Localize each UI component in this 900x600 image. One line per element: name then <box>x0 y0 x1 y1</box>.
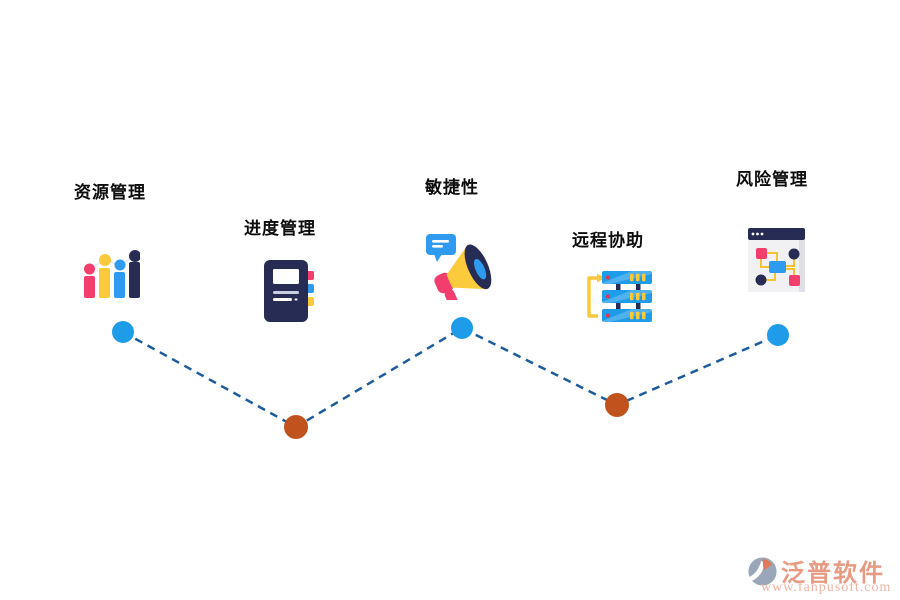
timeline-dot <box>284 415 308 439</box>
watermark-brand: 泛普软件 <box>781 560 885 587</box>
item-label-remote-assistance: 远程协助 <box>572 231 644 250</box>
megaphone-icon <box>426 234 492 300</box>
fanpu-logo-icon <box>747 556 778 587</box>
timeline-dot <box>451 317 473 339</box>
watermark-url: www.fanpusoft.com <box>761 580 892 595</box>
item-label-schedule-management: 进度管理 <box>244 219 316 238</box>
timeline-dot <box>767 324 789 346</box>
timeline-dot <box>605 393 629 417</box>
item-label-risk-management: 风险管理 <box>736 170 808 189</box>
bar-chart-icon <box>84 250 140 298</box>
timeline-dot <box>112 321 134 343</box>
item-label-resource-management: 资源管理 <box>74 183 146 202</box>
item-label-agility: 敏捷性 <box>425 178 479 197</box>
server-stack-icon <box>587 271 652 322</box>
timeline-dashed-line <box>122 326 779 429</box>
notebook-icon <box>264 260 314 322</box>
flowchart-window-icon <box>748 228 805 292</box>
